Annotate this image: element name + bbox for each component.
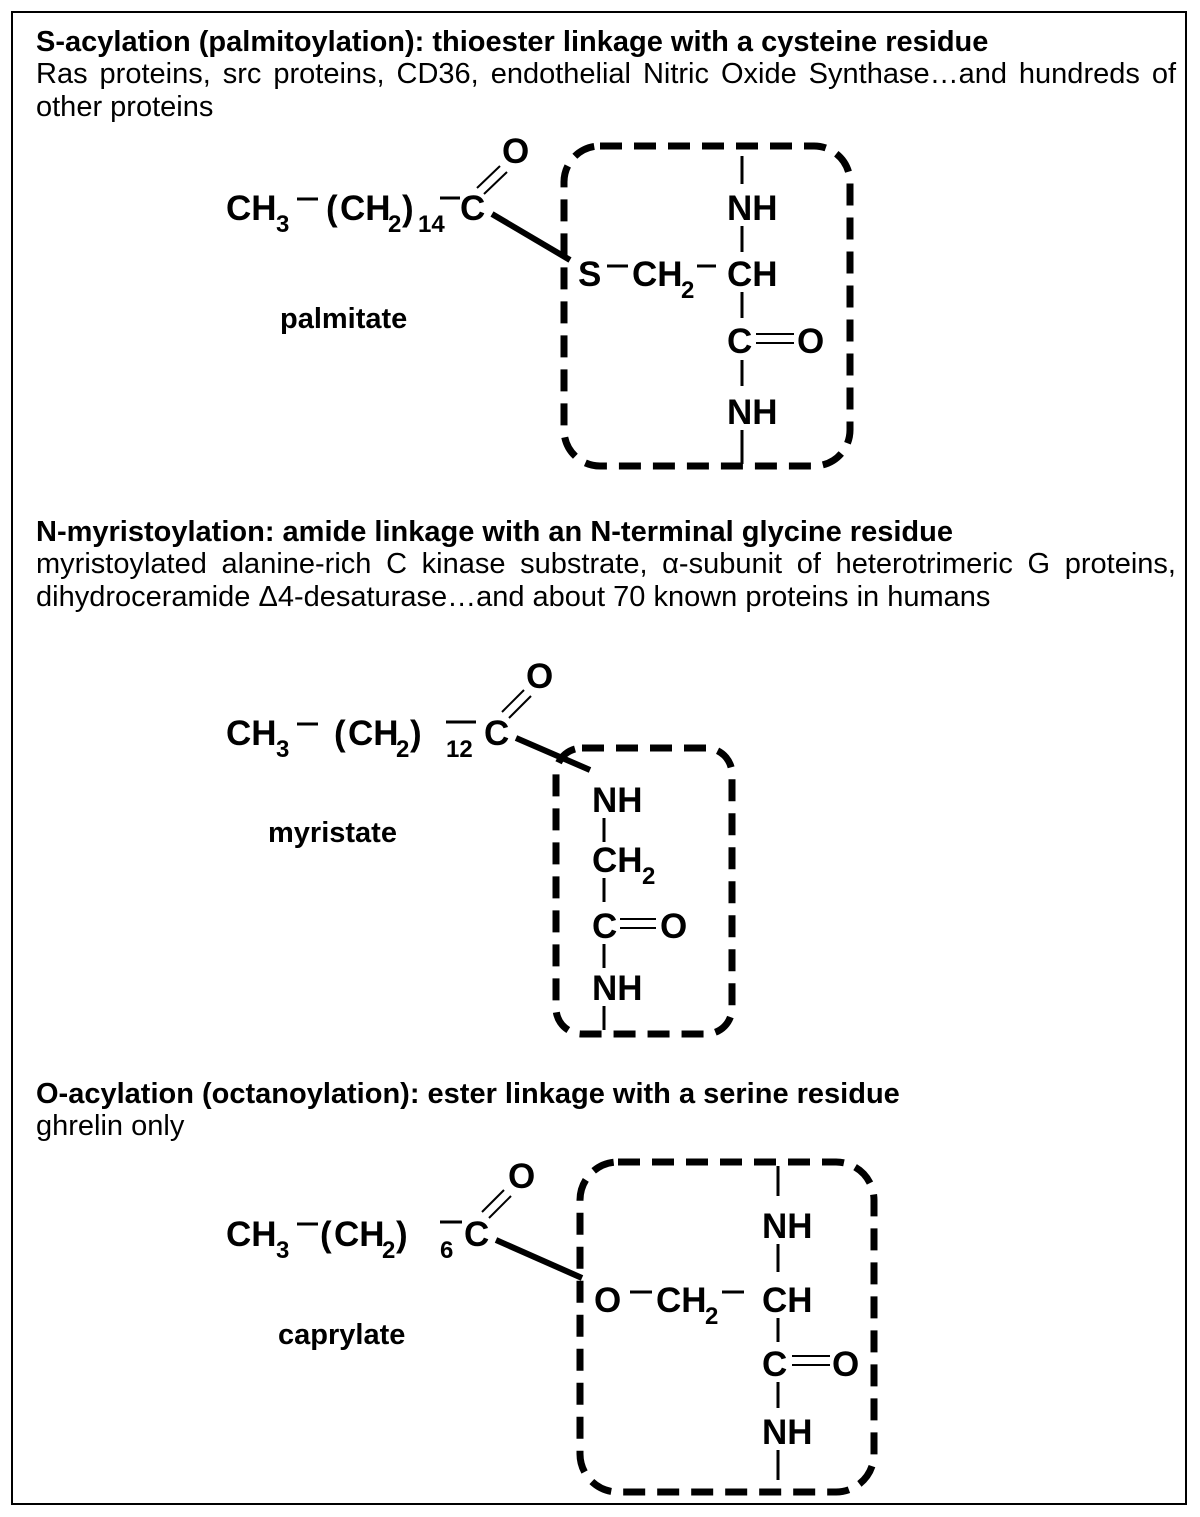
section-s-acylation: S-acylation (palmitoylation): thioester … — [36, 26, 1176, 124]
backbone-oxygen: O — [797, 322, 824, 361]
glycine-residue-box — [552, 744, 736, 1038]
double-bond — [501, 689, 525, 713]
methyl-subscript: 3 — [276, 736, 289, 763]
double-bond — [483, 171, 508, 195]
section-n-myristoylation: N-myristoylation: amide linkage with an … — [36, 516, 1176, 614]
acyl-name: caprylate — [278, 1319, 405, 1351]
methylene-subscript: 2 — [388, 211, 401, 238]
backbone-alpha-carbon: CH — [762, 1281, 813, 1320]
acyl-oxygen: O — [508, 1157, 535, 1196]
backbone-amine: NH — [762, 1207, 813, 1246]
myristoyl-glycine-structure: CH 3 ( CH 2 ) 12 C O myristate NH CH 2 C… — [226, 657, 736, 1038]
amide-bond — [514, 735, 592, 773]
methyl-label: CH — [226, 1215, 277, 1254]
ester-bond — [494, 1237, 584, 1281]
methylene-subscript: 2 — [642, 863, 655, 890]
paren-open: ( — [320, 1215, 332, 1254]
figure-frame — [11, 11, 1187, 1505]
linker-atom: S — [578, 255, 601, 294]
backbone-alpha-carbon: CH — [727, 255, 778, 294]
repeat-count: 14 — [418, 211, 445, 238]
paren-open: ( — [334, 714, 346, 753]
paren-close: ) — [396, 1215, 408, 1254]
methylene-label: CH — [340, 189, 391, 228]
methyl-subscript: 3 — [276, 211, 289, 238]
carbonyl-carbon: C — [484, 714, 509, 753]
methylene-subscript: 2 — [396, 736, 409, 763]
methyl-subscript: 3 — [276, 1237, 289, 1264]
double-bond — [488, 1195, 512, 1219]
section-o-acylation: O-acylation (octanoylation): ester linka… — [36, 1078, 1176, 1143]
section-description: ghrelin only — [36, 1110, 185, 1142]
double-bond — [476, 165, 501, 189]
backbone-carbonyl-carbon: C — [592, 907, 617, 946]
linker-atom: O — [594, 1281, 621, 1320]
serine-residue-box — [576, 1158, 878, 1496]
paren-close: ) — [402, 189, 414, 228]
backbone-amine: NH — [592, 781, 643, 820]
palmitoyl-cysteine-structure: CH 3 ( CH 2 ) 14 C O palmitate S CH 2 NH… — [226, 132, 854, 470]
backbone-carbonyl-carbon: C — [762, 1345, 787, 1384]
acyl-oxygen: O — [526, 657, 553, 696]
section-description: Ras proteins, src proteins, CD36, endoth… — [36, 58, 1176, 123]
backbone-oxygen: O — [832, 1345, 859, 1384]
paren-open: ( — [326, 189, 338, 228]
methylene-subscript: 2 — [705, 1303, 718, 1330]
section-heading: O-acylation (octanoylation): ester linka… — [36, 1078, 900, 1110]
backbone-amine: NH — [592, 969, 643, 1008]
methyl-label: CH — [226, 189, 277, 228]
backbone-oxygen: O — [660, 907, 687, 946]
methylene-label: CH — [656, 1281, 707, 1320]
acyl-oxygen: O — [502, 132, 529, 171]
acyl-name: palmitate — [280, 303, 407, 335]
double-bond — [508, 695, 532, 719]
section-heading: N-myristoylation: amide linkage with an … — [36, 516, 953, 548]
thioester-bond — [490, 211, 572, 263]
backbone-amine: NH — [727, 393, 778, 432]
cysteine-residue-box — [560, 142, 854, 470]
methylene-subscript: 2 — [681, 277, 694, 304]
octanoyl-serine-structure: CH 3 ( CH 2 ) 6 C O caprylate O CH 2 NH … — [226, 1157, 878, 1496]
backbone-amine: NH — [762, 1413, 813, 1452]
methylene-subscript: 2 — [382, 1237, 395, 1264]
paren-close: ) — [410, 714, 422, 753]
methylene-label: CH — [632, 255, 683, 294]
methylene-label: CH — [348, 714, 399, 753]
carbonyl-carbon: C — [460, 189, 485, 228]
acyl-name: myristate — [268, 817, 397, 849]
backbone-carbonyl-carbon: C — [727, 322, 752, 361]
double-bond — [481, 1189, 505, 1213]
methyl-label: CH — [226, 714, 277, 753]
repeat-count: 6 — [440, 1237, 453, 1264]
section-heading: S-acylation (palmitoylation): thioester … — [36, 26, 989, 58]
backbone-amine: NH — [727, 189, 778, 228]
backbone-alpha-carbon: CH — [592, 841, 643, 880]
methylene-label: CH — [334, 1215, 385, 1254]
section-description: myristoylated alanine-rich C kinase subs… — [36, 548, 1176, 613]
carbonyl-carbon: C — [464, 1215, 489, 1254]
repeat-count: 12 — [446, 736, 473, 763]
